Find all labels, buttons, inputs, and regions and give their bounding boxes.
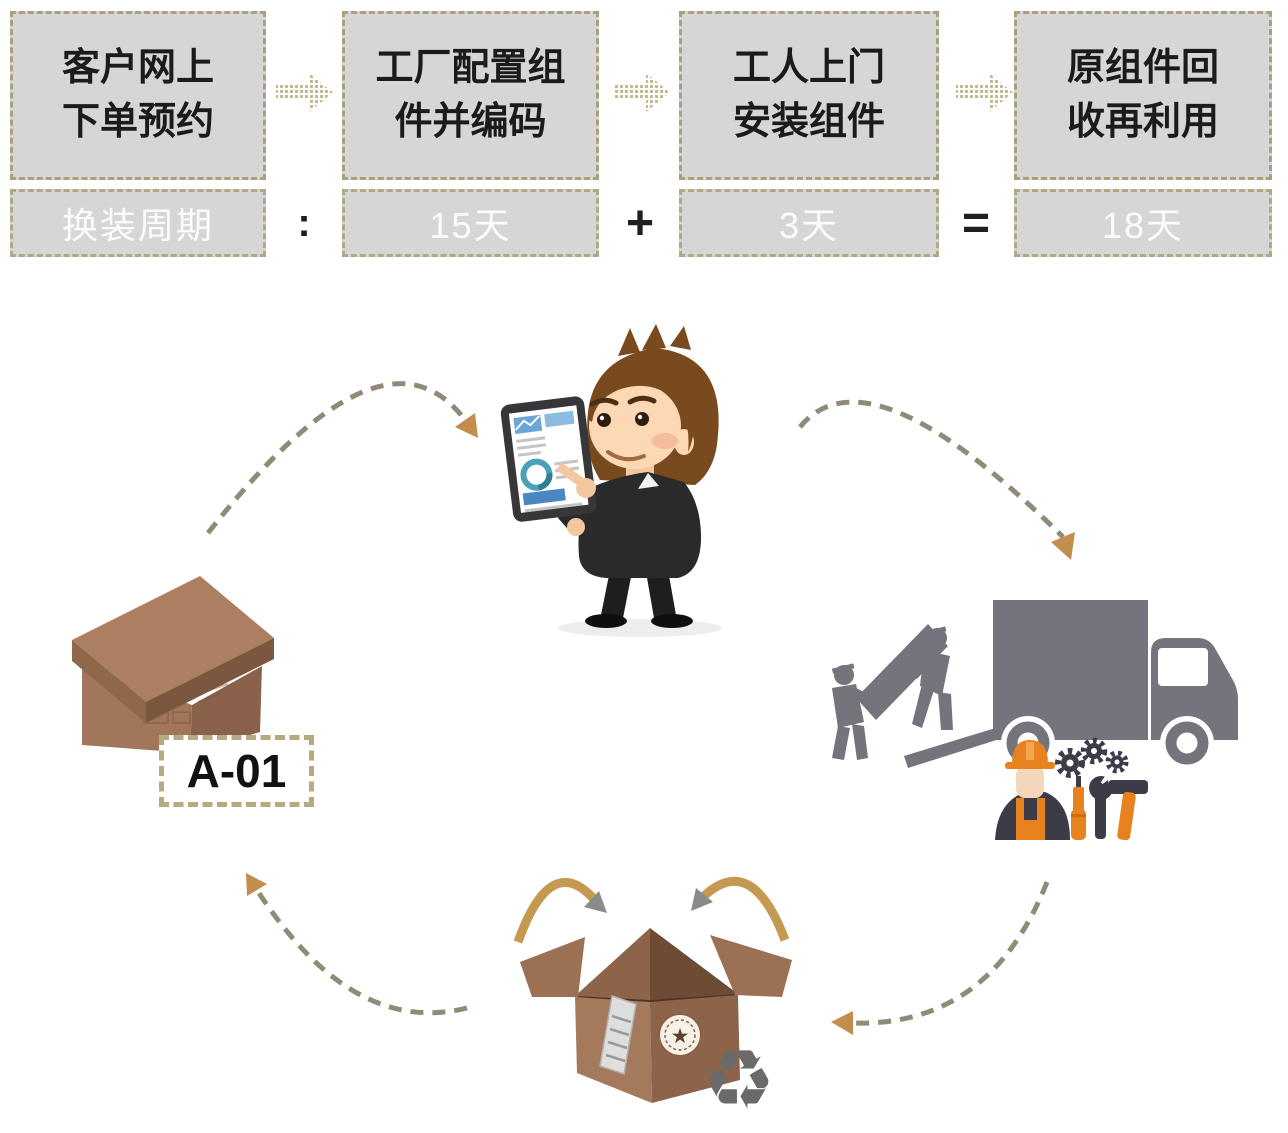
furniture-panel bbox=[856, 624, 948, 720]
cycle-arrows-layer bbox=[206, 381, 1075, 1035]
step-box-worker-install: 工人上门 安装组件 bbox=[679, 11, 939, 180]
duration-box-18-days: 18天 bbox=[1014, 189, 1272, 257]
arrow-right-hatched-icon bbox=[956, 73, 1013, 112]
step-text-line: 收再利用 bbox=[1066, 100, 1219, 143]
open-recycle-box-illustration: ★ bbox=[513, 876, 792, 1103]
arrow-right-hatched-icon bbox=[276, 73, 333, 112]
wing-flap-left bbox=[520, 937, 585, 997]
wing-flap-right bbox=[710, 935, 792, 997]
step-box-order-online: 客户网上 下单预约 bbox=[10, 11, 266, 180]
movers-carrying-panel bbox=[831, 624, 1006, 768]
step-box-recycle-reuse: 原组件回 收再利用 bbox=[1014, 11, 1272, 180]
truck-cargo-box bbox=[993, 600, 1148, 740]
arrow-into-box-icon bbox=[584, 891, 607, 913]
flow-arrows-layer bbox=[276, 73, 1013, 112]
arc-arrowhead-icon bbox=[246, 873, 267, 896]
back-flap-left bbox=[575, 928, 650, 1000]
duration-box-cycle-label: 换装周期 bbox=[10, 189, 266, 257]
arc-arrowhead-icon bbox=[831, 1011, 853, 1035]
hands bbox=[556, 462, 596, 536]
dashed-arc-truck-to-recycle-box bbox=[852, 881, 1050, 1026]
head bbox=[587, 324, 719, 485]
separator-equals: = bbox=[961, 196, 991, 250]
open-box: ★ bbox=[520, 928, 792, 1103]
truck-wheel bbox=[1165, 721, 1209, 765]
separator-colon: : bbox=[297, 200, 311, 245]
arc-arrowhead-icon bbox=[1051, 532, 1075, 560]
duration-box-3-days: 3天 bbox=[679, 189, 939, 257]
dashed-arc-recycle-box-to-package bbox=[254, 888, 468, 1016]
box-lid-side-edge bbox=[146, 638, 274, 723]
arc-arrowhead-icon bbox=[455, 413, 478, 438]
back-flap-right bbox=[650, 928, 738, 1000]
package-label: A-01 bbox=[159, 735, 314, 807]
box-side-face bbox=[190, 666, 262, 753]
arrow-right-hatched-icon bbox=[613, 73, 670, 112]
duration-box-15-days: 15天 bbox=[342, 189, 599, 257]
step-text-line: 工厂配置组 bbox=[375, 46, 566, 89]
step-text-line: 安装组件 bbox=[732, 100, 885, 143]
step-text-line: 原组件回 bbox=[1066, 46, 1219, 89]
legs bbox=[585, 570, 693, 628]
packaged-box-illustration bbox=[72, 576, 274, 753]
arrow-into-box-icon bbox=[691, 888, 713, 911]
gears-icon bbox=[1055, 737, 1129, 778]
screwdriver-icon bbox=[1071, 776, 1086, 840]
tablet bbox=[500, 396, 597, 522]
star-icon: ★ bbox=[671, 1025, 690, 1048]
delivery-truck-illustration bbox=[831, 600, 1238, 841]
separator-plus: + bbox=[625, 196, 655, 250]
truck bbox=[993, 600, 1238, 770]
customer-with-tablet-illustration bbox=[500, 324, 722, 637]
dashed-arc-customer-to-truck bbox=[798, 399, 1065, 539]
ground-shadow bbox=[558, 619, 722, 637]
step-text-line: 工人上门 bbox=[732, 46, 885, 89]
step-box-factory-configure: 工厂配置组 件并编码 bbox=[342, 11, 599, 180]
box-lid-front-edge bbox=[72, 640, 146, 723]
truck-window bbox=[1158, 648, 1208, 686]
box-lid-top bbox=[72, 576, 274, 702]
recycle-icon: ♻ bbox=[701, 1033, 776, 1128]
installer-worker bbox=[995, 740, 1070, 840]
packing-slip bbox=[599, 995, 637, 1075]
packing-slip-lines bbox=[605, 1014, 632, 1063]
step-text-line: 件并编码 bbox=[394, 100, 547, 143]
step-text-line: 客户网上 bbox=[61, 46, 214, 89]
step-text-line: 下单预约 bbox=[61, 100, 214, 143]
hammer-icon bbox=[1097, 780, 1148, 841]
loading-ramp bbox=[904, 726, 1006, 768]
return-arrows bbox=[513, 876, 790, 944]
dashed-arc-box-to-customer bbox=[206, 381, 468, 535]
